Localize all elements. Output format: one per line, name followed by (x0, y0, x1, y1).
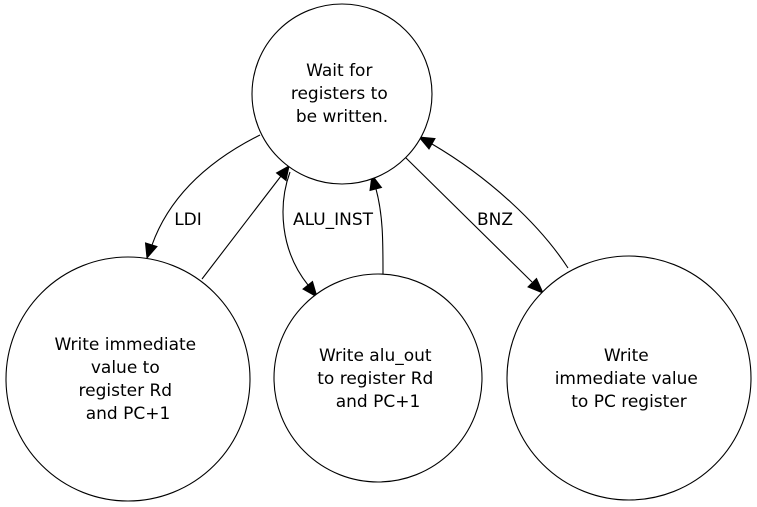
node-alu-line: to register Rd (317, 369, 433, 389)
node-bnz-label: Write immediate value to PC register (555, 346, 704, 412)
node-wait-label: Wait for registers to be written. (291, 61, 393, 127)
edge-wait-to-alu (282, 171, 309, 286)
node-bnz-line: to PC register (571, 392, 687, 412)
edge-label-bnz: BNZ (477, 210, 513, 230)
edge-labels: LDI ALU_INST BNZ (174, 210, 513, 230)
node-wait-line: registers to (291, 84, 388, 104)
node-ldi-line: and PC+1 (86, 404, 171, 424)
node-alu: Write alu_out to register Rd and PC+1 (273, 273, 483, 483)
node-bnz-circle (506, 255, 752, 501)
edge-bnz-to-wait (431, 143, 569, 269)
node-ldi-line: value to (91, 358, 160, 378)
node-bnz-line: immediate value (555, 369, 698, 389)
node-alu-line: and PC+1 (336, 392, 421, 412)
node-wait-line: be written. (296, 107, 388, 127)
edge-ldi-to-wait-arrowhead (275, 165, 290, 182)
node-bnz: Write immediate value to PC register (506, 255, 752, 501)
node-ldi-line: Write immediate (54, 335, 196, 355)
node-wait-circle (251, 3, 433, 185)
edges (144, 134, 569, 299)
edge-wait-to-ldi-arrowhead (144, 242, 158, 260)
node-ldi: Write immediate value to register Rd and… (5, 256, 251, 502)
edge-wait-to-alu-arrowhead (302, 280, 318, 299)
node-bnz-line: Write (604, 346, 649, 366)
edge-wait-to-bnz-arrowhead (527, 277, 544, 294)
node-alu-circle (273, 273, 483, 483)
edge-ldi-to-wait (201, 175, 282, 280)
edge-alu-to-wait (375, 188, 384, 275)
node-alu-label: Write alu_out to register Rd and PC+1 (317, 346, 438, 412)
edge-wait-to-bnz (404, 156, 533, 283)
node-wait-line: Wait for (306, 61, 372, 81)
node-ldi-line: register Rd (79, 381, 173, 401)
edge-wait-to-ldi (151, 134, 261, 246)
node-ldi-circle (5, 256, 251, 502)
node-ldi-label: Write immediate value to register Rd and… (54, 335, 201, 424)
node-alu-line: Write alu_out (319, 346, 432, 366)
node-wait: Wait for registers to be written. (251, 3, 433, 185)
edge-label-ldi: LDI (174, 210, 202, 230)
edge-bnz-to-wait-arrowhead (417, 136, 436, 150)
edge-label-alu-inst: ALU_INST (293, 210, 374, 230)
